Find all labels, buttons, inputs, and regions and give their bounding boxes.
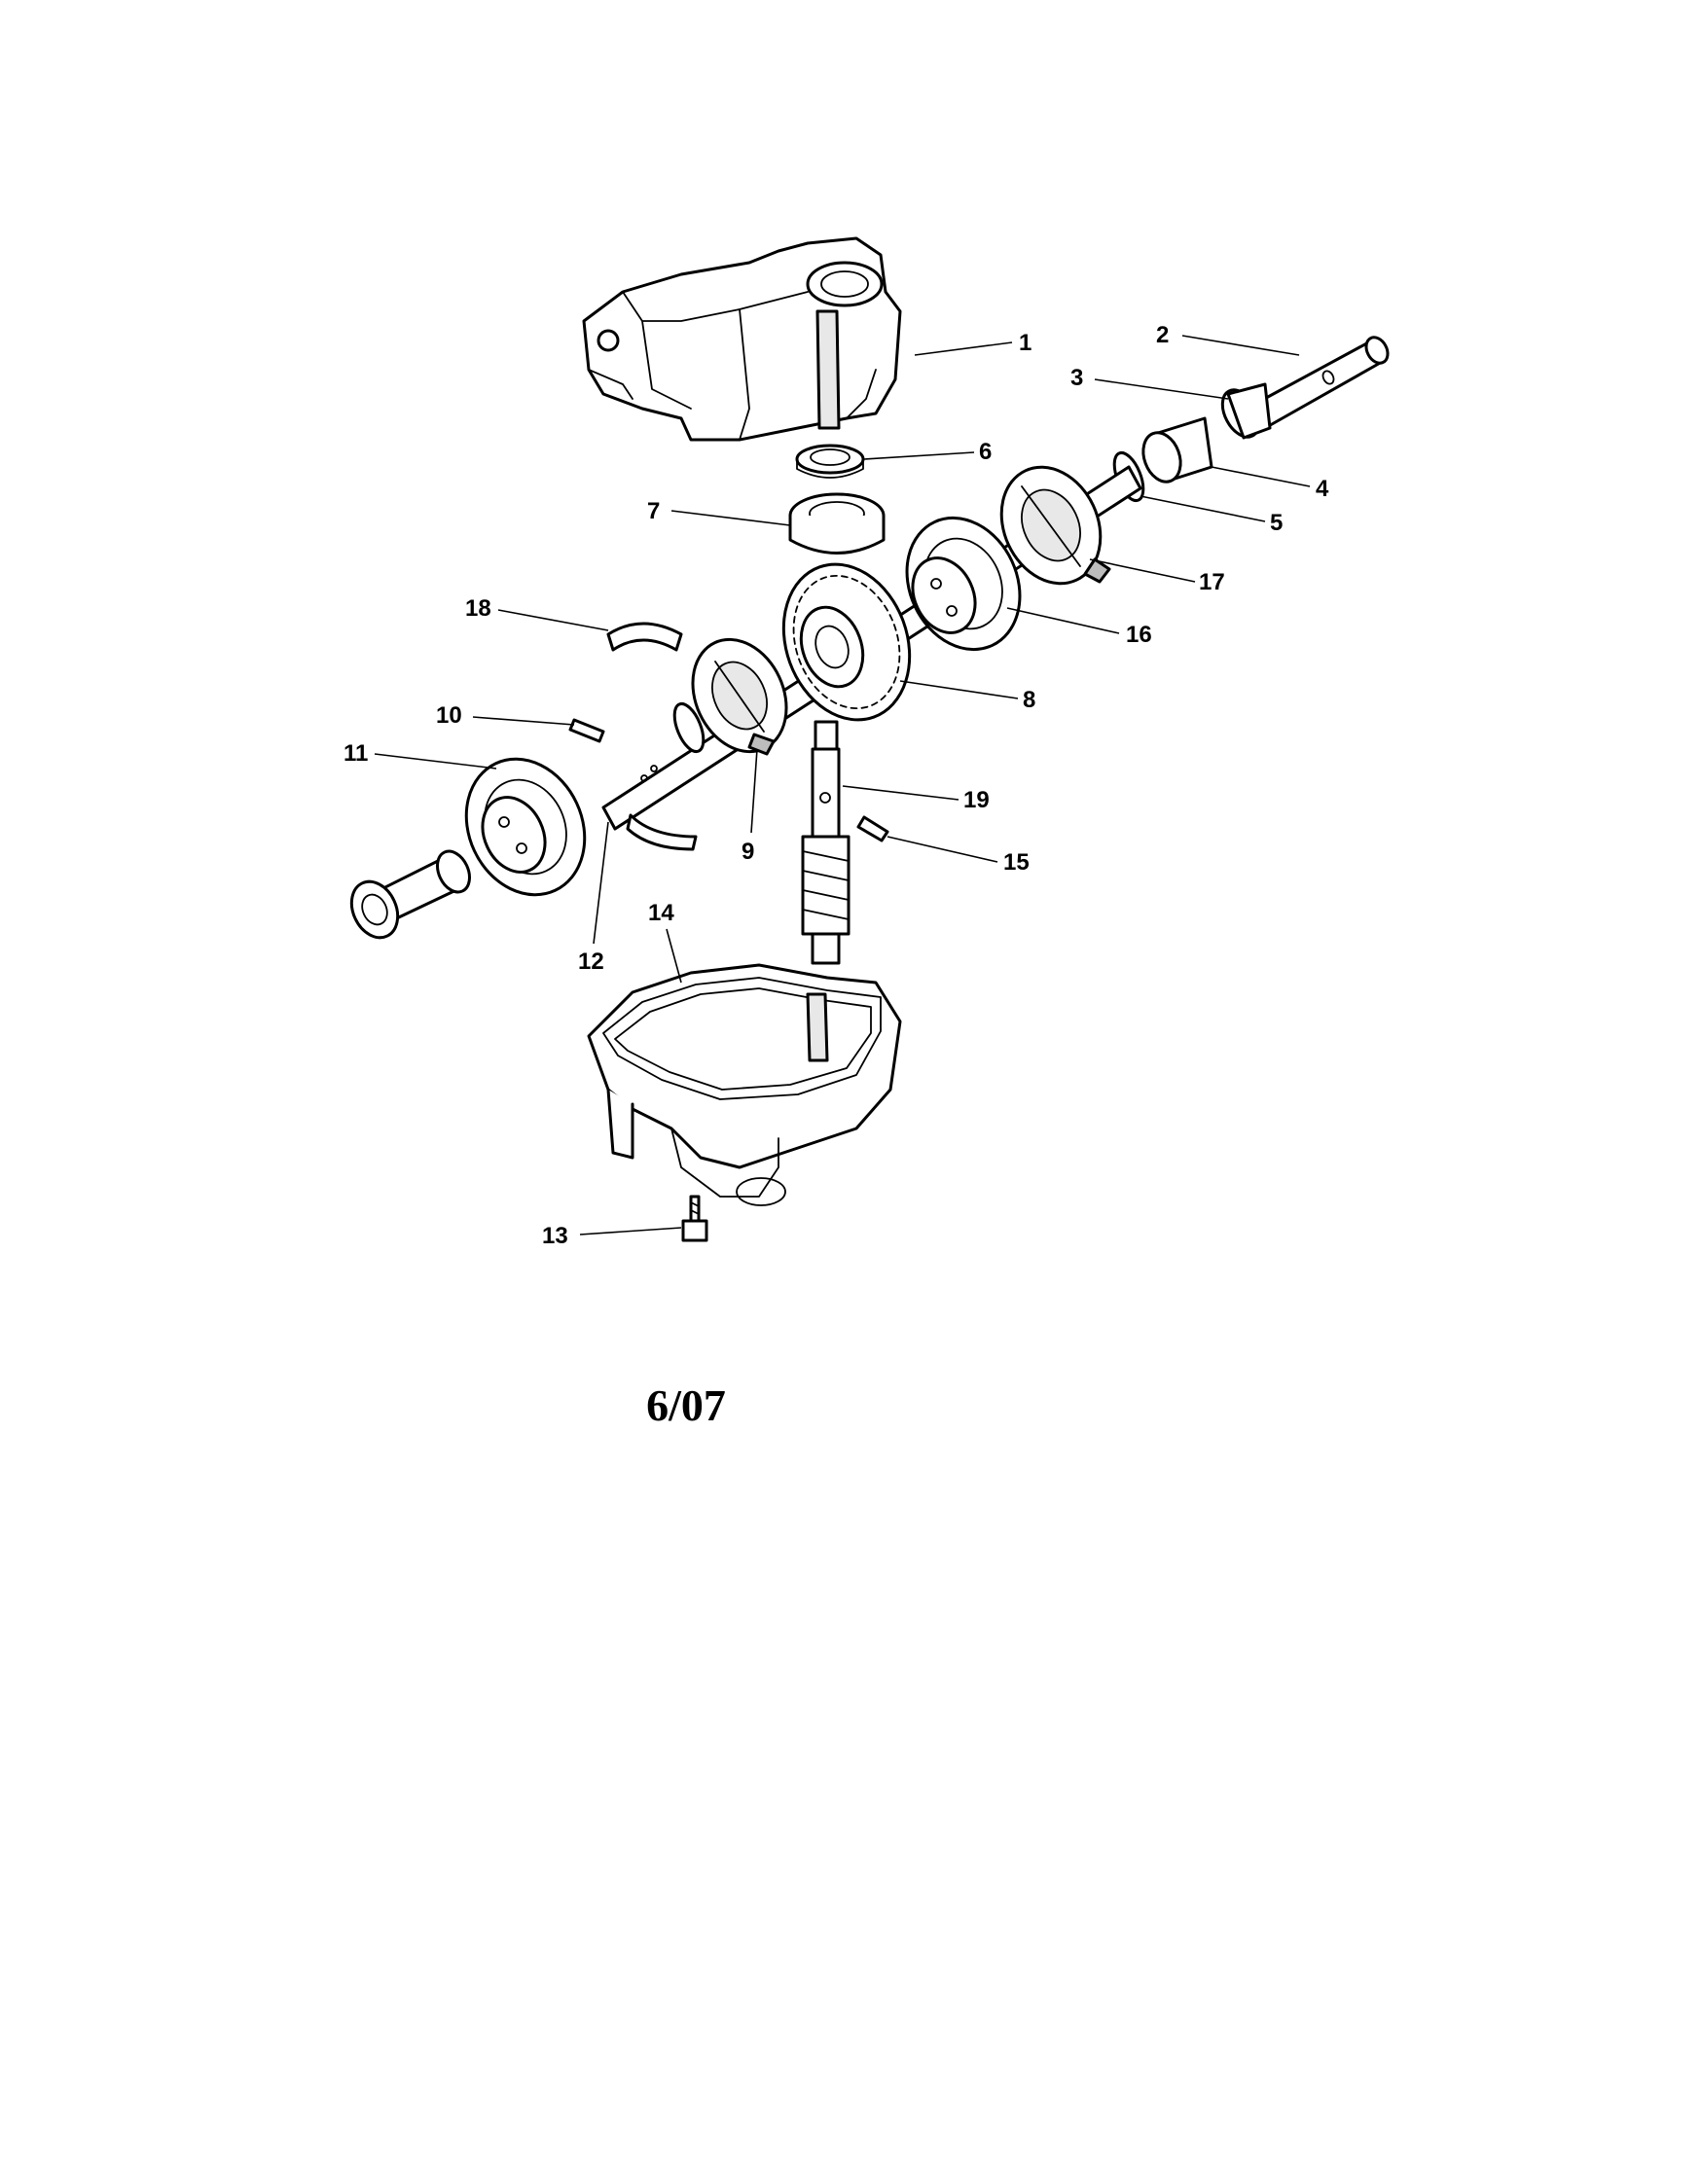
callout-3: 3 xyxy=(1070,365,1083,391)
leader-lines xyxy=(374,335,1311,1235)
left-clutch-cam-part xyxy=(691,637,788,756)
left-clutch-drum-part xyxy=(464,757,587,897)
leader-line-18 xyxy=(497,609,609,631)
leader-line-14 xyxy=(666,928,682,984)
right-clutch-cam-part xyxy=(999,465,1111,586)
lower-housing-part xyxy=(587,963,902,1206)
thrust-washer-left-part xyxy=(640,701,706,782)
lower-thrust-bushing-part xyxy=(626,813,698,851)
left-shaft-coupling-part xyxy=(349,849,471,940)
upper-housing-part xyxy=(582,236,902,442)
leader-line-5 xyxy=(1140,495,1266,522)
callout-4: 4 xyxy=(1316,476,1329,502)
worm-gear-part xyxy=(781,562,912,722)
right-clutch-drum-part xyxy=(905,516,1022,652)
leader-line-15 xyxy=(887,836,998,863)
leader-line-3 xyxy=(1094,378,1229,400)
left-pin-part xyxy=(568,718,605,743)
leader-line-17 xyxy=(1089,558,1196,583)
callout-10: 10 xyxy=(436,702,462,729)
leader-line-16 xyxy=(1006,607,1120,634)
leader-line-2 xyxy=(1181,335,1300,356)
callout-17: 17 xyxy=(1199,569,1225,595)
upper-thrust-bushing-part xyxy=(606,622,683,652)
screw-part xyxy=(681,1195,708,1242)
callout-15: 15 xyxy=(1003,849,1030,876)
leader-line-10 xyxy=(472,716,575,726)
callout-18: 18 xyxy=(465,595,491,622)
flange-bushing-part xyxy=(1220,382,1272,440)
callout-14: 14 xyxy=(648,900,674,926)
callout-16: 16 xyxy=(1126,622,1152,648)
leader-line-12 xyxy=(593,821,609,945)
callout-13: 13 xyxy=(542,1223,568,1249)
leader-line-13 xyxy=(579,1227,682,1235)
callout-8: 8 xyxy=(1023,687,1035,713)
worm-pin-part xyxy=(856,815,889,842)
callout-5: 5 xyxy=(1270,510,1283,536)
callout-19: 19 xyxy=(963,787,990,813)
leader-line-6 xyxy=(863,451,975,460)
callout-6: 6 xyxy=(979,439,992,465)
callout-11: 11 xyxy=(344,740,368,767)
callout-12: 12 xyxy=(578,949,604,975)
worm-shaft-part xyxy=(801,720,850,965)
callout-labels: 1 2 3 4 5 6 7 8 9 10 11 12 13 14 15 16 1… xyxy=(344,322,1329,1249)
leader-line-1 xyxy=(914,341,1013,356)
callout-7: 7 xyxy=(647,498,660,524)
leader-line-7 xyxy=(670,510,791,526)
leader-line-11 xyxy=(374,753,497,770)
revision-date: 6/07 xyxy=(646,1380,726,1430)
shaft-end-part xyxy=(1253,336,1390,430)
callout-9: 9 xyxy=(742,839,754,865)
leader-line-8 xyxy=(899,680,1019,699)
collar-part xyxy=(1141,416,1213,483)
leader-line-19 xyxy=(842,785,959,801)
callout-1: 1 xyxy=(1019,330,1031,356)
leader-line-9 xyxy=(750,748,758,834)
small-bearing-part xyxy=(795,444,865,479)
leader-line-4 xyxy=(1211,466,1311,487)
callout-2: 2 xyxy=(1156,322,1169,348)
large-bearing-part xyxy=(788,492,886,555)
